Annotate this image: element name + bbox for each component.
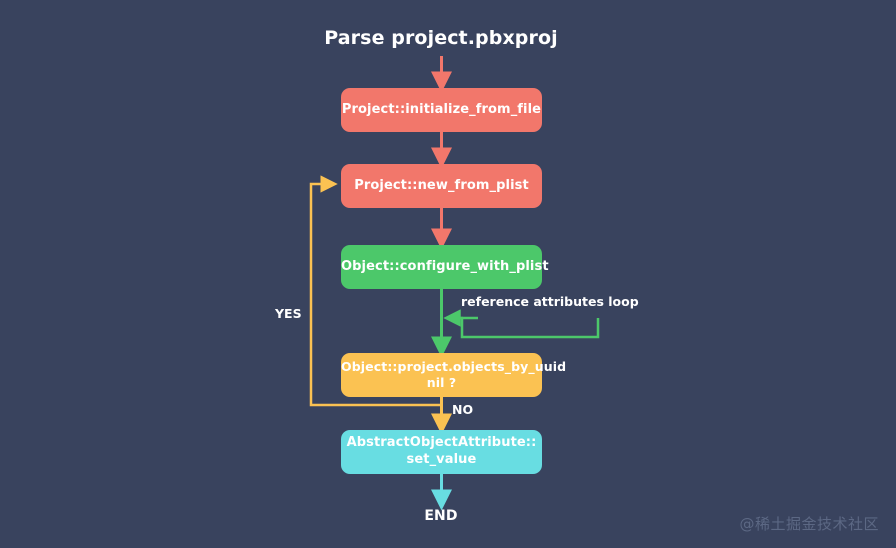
- diagram-title-label: Parse project.pbxproj: [324, 26, 558, 49]
- node-label-set-value: AbstractObjectAttribute:: set_value: [346, 435, 537, 467]
- node-abstract-object-attribute-set-value[interactable]: AbstractObjectAttribute:: set_value: [341, 430, 542, 474]
- node-label-initialize-from-file: Project::initialize_from_file: [341, 101, 542, 117]
- node-project-initialize-from-file[interactable]: Project::initialize_from_file: [341, 88, 542, 132]
- diagram-title: Parse project.pbxproj: [301, 22, 581, 54]
- node-label-configure-with-plist: Object::configure_with_plist: [341, 258, 549, 274]
- watermark: @稀土掘金技术社区: [739, 515, 879, 533]
- node-object-configure-with-plist[interactable]: Object::configure_with_plist: [341, 245, 549, 289]
- edge-label-no: NO: [452, 402, 474, 417]
- node-project-new-from-plist[interactable]: Project::new_from_plist: [341, 164, 542, 208]
- edge-label-yes: YES: [275, 306, 302, 321]
- node-label-objects-by-uuid: Object::project.objects_by_uuid nil ?: [341, 359, 567, 390]
- edge-label-reference-attributes-loop: reference attributes loop: [461, 294, 639, 309]
- edge-reference-attributes-loop: [460, 316, 600, 339]
- node-end-terminator: END: [396, 507, 486, 527]
- node-object-project-objects-by-uuid[interactable]: Object::project.objects_by_uuid nil ?: [341, 353, 567, 397]
- node-label-end: END: [424, 508, 458, 525]
- node-label-new-from-plist: Project::new_from_plist: [354, 177, 529, 193]
